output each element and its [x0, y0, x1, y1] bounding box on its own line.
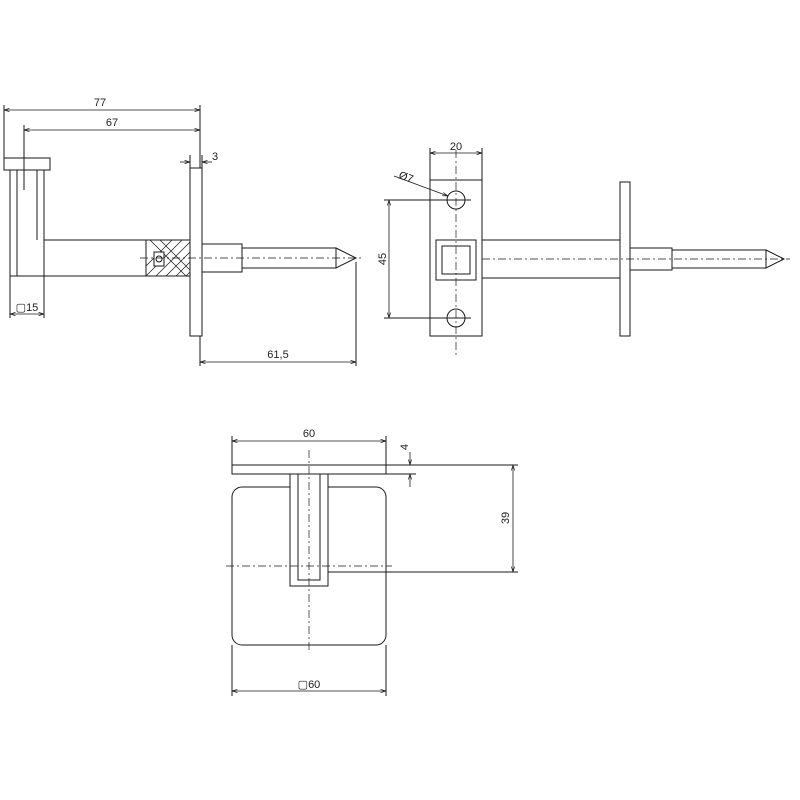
dim-handle-projection: 39: [500, 512, 512, 524]
lever-head-cap: [3, 157, 51, 171]
front-view: 60 4 39 ▢60: [226, 428, 518, 696]
dim-screw-hole: Ø7: [397, 170, 415, 186]
dim-rose-width: 60: [303, 428, 315, 440]
lever-vertical: [9, 169, 45, 277]
dim-square-spindle: ▢15: [16, 302, 39, 314]
lever-arm: [43, 239, 147, 277]
latch-view: 20 Ø7 45: [377, 141, 790, 355]
dim-latch-width: 20: [450, 141, 462, 153]
side-view: 77 67 3 ▢15 61,5: [3, 97, 362, 366]
dim-rose-plate-thickness: 4: [399, 444, 411, 450]
dim-spindle-length: 61,5: [267, 349, 288, 361]
dim-screw-distance: 45: [377, 253, 389, 265]
dim-lever-length: 67: [106, 117, 118, 129]
dim-rose-thickness: 3: [212, 151, 218, 163]
dim-handle-length: 77: [94, 97, 106, 109]
dim-rose-square: ▢60: [298, 679, 321, 691]
rose-plate-side: [189, 167, 203, 337]
